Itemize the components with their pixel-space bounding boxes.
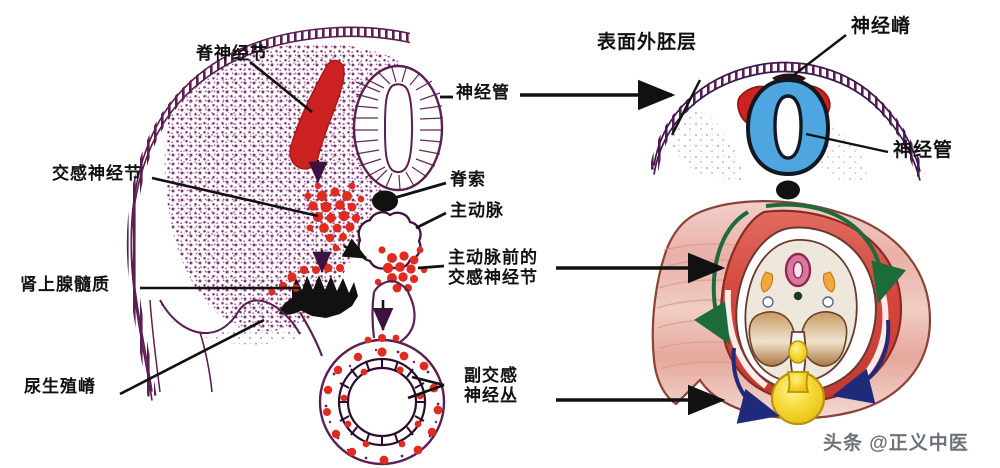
label-neural-tube-panel: 神经管 (893, 140, 954, 161)
gut-dorsal-mesentery-r (399, 291, 416, 343)
notochord-shape (372, 190, 398, 212)
label-parasympathetic-line1: 副交感 (464, 366, 518, 385)
watermark: 头条 @正义中医 (823, 433, 969, 454)
gut-ring-shape (318, 334, 446, 466)
urogenital-ridge-outline (159, 299, 301, 335)
migration-arrow-green-right (765, 202, 907, 304)
label-neural-crest: 神经嵴 (851, 16, 912, 37)
vesicle-left (762, 296, 774, 308)
leader-sympathetic-ganglion (151, 176, 319, 218)
label-neural-tube-main: 神经管 (456, 83, 510, 102)
label-notochord: 脊索 (450, 170, 486, 189)
neural-tube-lumen (773, 94, 803, 160)
label-preaortic-sympathetic-ganglion: 主动脉前的 交感神经节 (448, 248, 538, 287)
leader-parasympathetic-b (411, 375, 445, 387)
surface-ectoderm-dome (649, 62, 925, 178)
migration-arrow-3 (341, 238, 368, 260)
label-surface-ectoderm: 表面外胚层 (597, 32, 698, 53)
yolk-stalk (786, 371, 810, 393)
core-neural-lumen (792, 261, 804, 279)
label-preaortic-line1: 主动脉前的 (448, 248, 538, 267)
surface-ectoderm-wall-outline-b (130, 35, 411, 401)
surface-ectoderm-wall-outline-a (130, 26, 411, 392)
label-aorta: 主动脉 (450, 201, 504, 220)
mesenchyme-stipple-faint (174, 55, 386, 316)
label-urogenital-ridge: 尿生殖嵴 (24, 377, 96, 396)
label-spinal-ganglion: 脊神经节 (196, 44, 268, 63)
gut-dorsal-mesentery (371, 291, 376, 339)
migration-arrow-green-left (694, 210, 750, 345)
adrenal-medulla-tail (279, 298, 302, 315)
enteric-crest-cells (323, 334, 443, 465)
crest-streak-left (760, 271, 774, 293)
label-preaortic-line2: 交感神经节 (448, 267, 538, 287)
adrenal-medulla-shape (292, 275, 358, 318)
crest-streak-right (822, 271, 836, 293)
leader-surface-ectoderm (670, 79, 702, 136)
leader-notochord (393, 181, 447, 200)
main-embryo-section (126, 26, 446, 466)
urogenital-ridge-stipple (160, 300, 306, 345)
leader-urogenital-ridge (119, 318, 265, 396)
leader-parasympathetic-a (407, 383, 445, 400)
gut-bulge (788, 340, 808, 364)
label-parasympathetic-plexus: 副交感 神经丛 (464, 366, 518, 405)
migration-arrow-navy-right (832, 319, 891, 404)
label-parasympathetic-line2: 神经丛 (464, 385, 518, 405)
mesentery-arch (373, 280, 410, 293)
coelom-lining (149, 299, 161, 393)
core-notochord (793, 291, 803, 301)
somite-left (748, 311, 796, 367)
bottom-right-panel-artwork (651, 200, 932, 426)
mesentery-left (299, 311, 324, 357)
leader-aorta (415, 211, 447, 230)
urogenital-ridge-outline2 (199, 331, 213, 393)
label-sympathetic-ganglion: 交感神经节 (52, 164, 142, 183)
leader-panel-neural-tube (805, 132, 889, 154)
migration-arrow-navy-left (731, 347, 780, 424)
top-right-panel-artwork (649, 61, 925, 200)
leader-neural-crest (789, 34, 847, 79)
leader-spinal-ganglion (249, 60, 313, 114)
neural-tube-shape (352, 64, 444, 192)
leader-lines (119, 34, 889, 400)
label-adrenal-medulla: 肾上腺髓质 (20, 275, 110, 294)
panel-link-arrows (520, 79, 726, 416)
vesicle-right (822, 296, 834, 308)
somite-right (800, 311, 848, 367)
notochord-dot-panel (776, 180, 800, 200)
sympathetic-ganglion-cluster (304, 182, 365, 252)
leader-preaortic (417, 264, 445, 270)
